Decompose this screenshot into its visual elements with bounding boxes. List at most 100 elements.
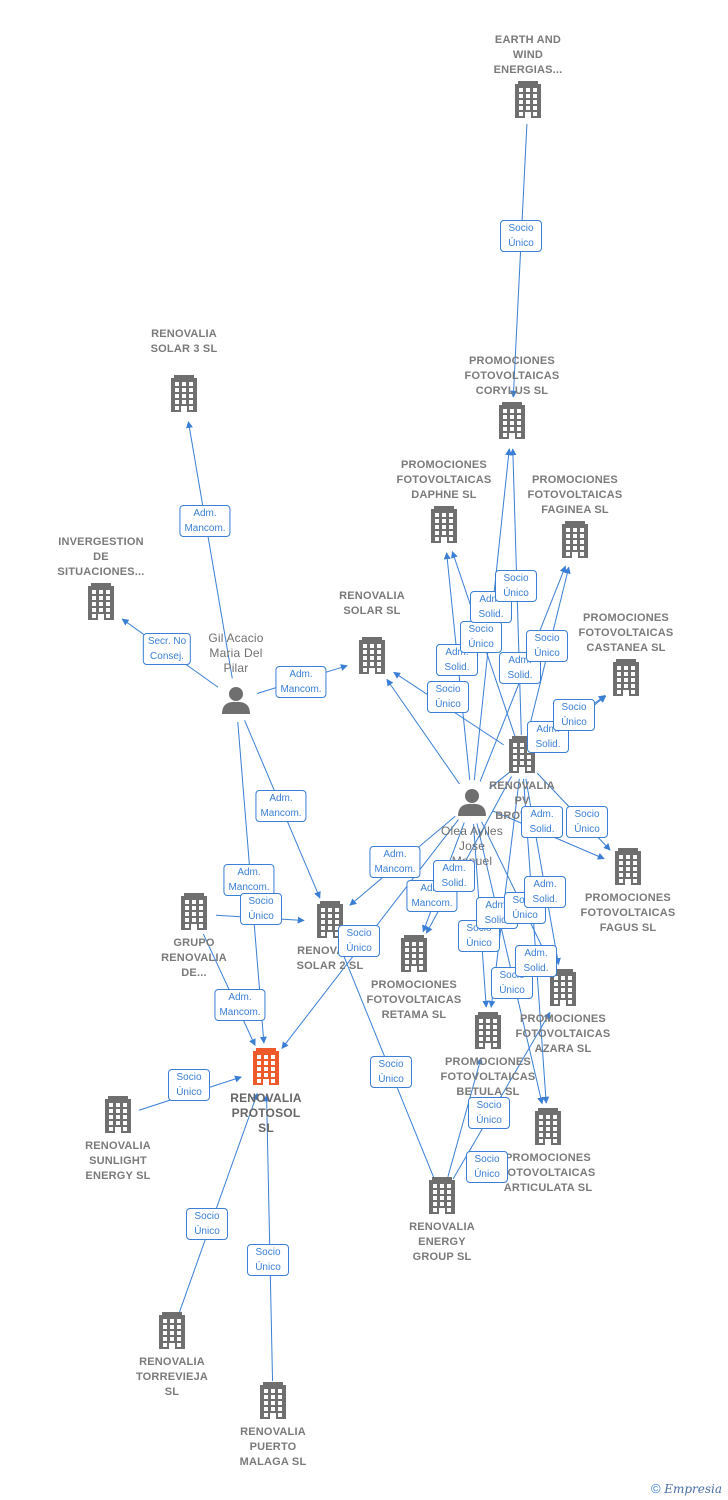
edge-label[interactable]: Adm. Mancom. — [406, 880, 458, 912]
sunlight-building-icon[interactable] — [105, 1096, 131, 1133]
edge-label[interactable]: Socio Único — [168, 1069, 210, 1101]
node-label: RENOVALIA SUNLIGHT ENERGY SL — [85, 1140, 151, 1182]
olea-person-icon[interactable] — [458, 789, 486, 816]
node-fagus[interactable]: PROMOCIONES FOTOVOLTAICAS FAGUS SL — [581, 891, 676, 936]
fagus-building-icon[interactable] — [615, 848, 641, 885]
node-malaga[interactable]: RENOVALIA PUERTO MALAGA SL — [240, 1425, 307, 1470]
footer-credit[interactable]: © Empresia — [651, 1481, 722, 1496]
castanea-building-icon[interactable] — [613, 659, 639, 696]
edge-label[interactable]: Socio Único — [491, 967, 533, 999]
node-olea[interactable]: Olea Ayiles Jose Manuel — [441, 824, 503, 869]
node-retama[interactable]: PROMOCIONES FOTOVOLTAICAS RETAMA SL — [367, 978, 462, 1023]
node-gil[interactable]: Gil Acacio Maria Del Pilar — [208, 631, 263, 676]
invergestion-building-icon[interactable] — [88, 583, 114, 620]
node-torrevieja[interactable]: RENOVALIA TORREVIEJA SL — [136, 1355, 208, 1400]
edge-olea-to-articulata — [476, 823, 545, 1105]
node-label: PROMOCIONES FOTOVOLTAICAS RETAMA SL — [366, 979, 462, 1021]
edge-label[interactable]: Socio Único — [370, 1056, 412, 1088]
node-solar[interactable]: RENOVALIA SOLAR SL — [339, 589, 405, 619]
edge-label[interactable]: Adm. Mancom. — [179, 505, 231, 537]
node-energy[interactable]: RENOVALIA ENERGY GROUP SL — [409, 1220, 475, 1265]
node-azara[interactable]: PROMOCIONES FOTOVOLTAICAS AZARA SL — [516, 1012, 611, 1057]
node-label: INVERGESTION DE SITUACIONES... — [57, 536, 145, 578]
edge-gil-to-solar3 — [185, 420, 233, 679]
edge-label[interactable]: Adm. Solid. — [521, 806, 563, 838]
solar-building-icon[interactable] — [359, 637, 385, 674]
articulata-building-icon[interactable] — [535, 1108, 561, 1145]
node-daphne[interactable]: PROMOCIONES FOTOVOLTAICAS DAPHNE SL — [397, 458, 492, 503]
torrevieja-building-icon[interactable] — [159, 1312, 185, 1349]
copyright-symbol: © — [650, 1481, 661, 1496]
protosol-building-icon[interactable] — [253, 1048, 279, 1085]
node-articulata[interactable]: PROMOCIONES FOTOVOLTAICAS ARTICULATA SL — [501, 1151, 596, 1196]
edge-label[interactable]: Adm. Solid. — [524, 876, 566, 908]
edge-label[interactable]: Socio Único — [460, 621, 502, 653]
edge-torrevieja-to-protosol — [178, 1092, 259, 1313]
edge-malaga-to-protosol — [263, 1094, 274, 1382]
edge-label[interactable]: Adm. Mancom. — [223, 864, 275, 896]
node-earth[interactable]: EARTH AND WIND ENERGIAS... — [494, 33, 563, 78]
node-protosol[interactable]: RENOVALIA PROTOSOL SL — [230, 1091, 302, 1136]
node-label: RENOVALIA SOLAR 3 SL — [150, 328, 218, 355]
edge-label[interactable]: Adm. Solid. — [433, 860, 475, 892]
edge-label[interactable]: Socio Único — [427, 681, 469, 713]
corylus-building-icon[interactable] — [499, 402, 525, 439]
edge-label[interactable]: Socio Único — [526, 630, 568, 662]
node-label: PROMOCIONES FOTOVOLTAICAS CORYLUS SL — [464, 355, 560, 397]
edge-label[interactable]: Adm. Solid. — [515, 945, 557, 977]
edge-label[interactable]: Adm. Mancom. — [369, 846, 421, 878]
node-label: RENOVALIA PROTOSOL SL — [230, 1091, 302, 1135]
malaga-building-icon[interactable] — [260, 1382, 286, 1419]
node-sunlight[interactable]: RENOVALIA SUNLIGHT ENERGY SL — [85, 1139, 151, 1184]
edge-earth-to-corylus — [510, 123, 528, 398]
edge-label[interactable]: Socio Único — [495, 570, 537, 602]
edge-label[interactable]: Socio Único — [553, 699, 595, 731]
node-label: PROMOCIONES FOTOVOLTAICAS FAGINEA SL — [527, 474, 623, 516]
edge-olea-to-solar — [386, 678, 460, 785]
daphne-building-icon[interactable] — [431, 506, 457, 543]
node-label: RENOVALIA SOLAR SL — [339, 590, 405, 617]
node-label: RENOVALIA PUERTO MALAGA SL — [239, 1426, 307, 1468]
betula-building-icon[interactable] — [475, 1012, 501, 1049]
edge-label[interactable]: Adm. Mancom. — [214, 989, 266, 1021]
gil-person-icon[interactable] — [222, 687, 250, 714]
node-invergestion[interactable]: INVERGESTION DE SITUACIONES... — [57, 535, 144, 580]
edge-label[interactable]: Adm. Mancom. — [255, 790, 307, 822]
node-label: Olea Ayiles Jose Manuel — [440, 824, 504, 868]
node-label: RENOVALIA TORREVIEJA SL — [135, 1356, 209, 1398]
node-betula[interactable]: PROMOCIONES FOTOVOLTAICAS BETULA SL — [441, 1055, 536, 1100]
edge-label[interactable]: Socio Único — [186, 1208, 228, 1240]
node-label: PROMOCIONES FOTOVOLTAICAS ARTICULATA SL — [500, 1152, 596, 1194]
node-label: GRUPO RENOVALIA DE... — [161, 937, 227, 979]
solar3-building-icon[interactable] — [171, 375, 197, 412]
edge-label[interactable]: Socio Único — [338, 925, 380, 957]
grupo-building-icon[interactable] — [181, 893, 207, 930]
node-label: RENOVALIA ENERGY GROUP SL — [409, 1221, 475, 1263]
retama-building-icon[interactable] — [401, 935, 427, 972]
node-faginea[interactable]: PROMOCIONES FOTOVOLTAICAS FAGINEA SL — [528, 473, 623, 518]
edge-label[interactable]: Socio Único — [566, 806, 608, 838]
node-castanea[interactable]: PROMOCIONES FOTOVOLTAICAS CASTANEA SL — [579, 611, 674, 656]
energy-building-icon[interactable] — [429, 1177, 455, 1214]
node-grupo[interactable]: GRUPO RENOVALIA DE... — [161, 936, 227, 981]
node-label: PROMOCIONES FOTOVOLTAICAS BETULA SL — [440, 1056, 536, 1098]
node-label: PROMOCIONES FOTOVOLTAICAS FAGUS SL — [580, 892, 676, 934]
node-label: EARTH AND WIND ENERGIAS... — [493, 34, 563, 76]
edge-label[interactable]: Adm. Mancom. — [275, 666, 327, 698]
node-label: PROMOCIONES FOTOVOLTAICAS AZARA SL — [515, 1013, 611, 1055]
edge-label[interactable]: Socio Único — [468, 1097, 510, 1129]
node-solar3[interactable]: RENOVALIA SOLAR 3 SL — [151, 327, 218, 357]
node-label: PROMOCIONES FOTOVOLTAICAS DAPHNE SL — [396, 459, 492, 501]
edge-label[interactable]: Socio Único — [247, 1244, 289, 1276]
edge-label[interactable]: Secr. No Consej. — [142, 633, 192, 665]
edge-label[interactable]: Socio Único — [500, 220, 542, 252]
node-label: PROMOCIONES FOTOVOLTAICAS CASTANEA SL — [578, 612, 674, 654]
node-corylus[interactable]: PROMOCIONES FOTOVOLTAICAS CORYLUS SL — [465, 354, 560, 399]
faginea-building-icon[interactable] — [562, 521, 588, 558]
edge-label[interactable]: Adm. Solid. — [436, 644, 478, 676]
edge-label[interactable]: Socio Único — [466, 1151, 508, 1183]
azara-building-icon[interactable] — [550, 969, 576, 1006]
earth-building-icon[interactable] — [515, 81, 541, 118]
edge-label[interactable]: Socio Único — [240, 893, 282, 925]
